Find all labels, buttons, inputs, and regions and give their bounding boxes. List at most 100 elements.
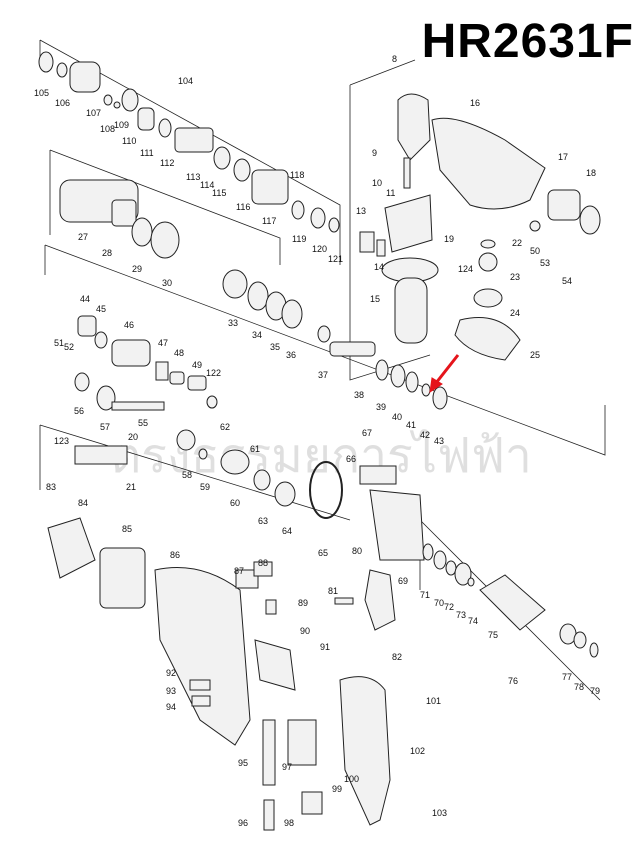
part-label-47: 47 — [158, 338, 168, 348]
part-label-111: 111 — [140, 148, 154, 158]
part-84 — [47, 517, 96, 579]
part-label-62: 62 — [220, 422, 230, 432]
part-label-104: 104 — [178, 76, 193, 86]
part-49 — [187, 375, 207, 391]
part-label-108: 108 — [100, 124, 115, 134]
part-label-91: 91 — [320, 642, 330, 652]
part-label-71: 71 — [420, 590, 430, 600]
part-40 — [390, 364, 406, 388]
part-107 — [69, 61, 101, 93]
part-23 — [478, 252, 498, 272]
part-38 — [329, 341, 376, 357]
part-43 — [432, 386, 448, 410]
part-label-114: 114 — [200, 180, 214, 190]
part-label-72: 72 — [444, 602, 454, 612]
part-label-16: 16 — [470, 98, 480, 108]
part-label-60: 60 — [230, 498, 240, 508]
part-label-27: 27 — [78, 232, 88, 242]
part-97 — [287, 719, 317, 766]
part-36 — [281, 299, 303, 329]
part-label-37: 37 — [318, 370, 328, 380]
part-label-109: 109 — [114, 120, 129, 130]
part-label-14: 14 — [374, 262, 384, 272]
part-label-13: 13 — [356, 206, 366, 216]
part-80 — [364, 569, 396, 631]
part-label-75: 75 — [488, 630, 498, 640]
part-label-101: 101 — [426, 696, 441, 706]
part-112 — [158, 118, 172, 138]
part-81 — [334, 597, 354, 605]
part-57 — [96, 385, 116, 411]
part-label-18: 18 — [586, 168, 596, 178]
part-label-21: 21 — [126, 482, 136, 492]
part-label-36: 36 — [286, 350, 296, 360]
part-label-67: 67 — [362, 428, 372, 438]
part-label-66: 66 — [346, 454, 356, 464]
part-label-39: 39 — [376, 402, 386, 412]
part-13 — [359, 231, 375, 253]
part-label-121: 121 — [328, 254, 343, 264]
part-label-34: 34 — [252, 330, 262, 340]
part-95 — [262, 719, 276, 786]
part-label-112: 112 — [160, 158, 174, 168]
part-label-54: 54 — [562, 276, 572, 286]
part-label-103: 103 — [432, 808, 447, 818]
part-108 — [103, 94, 113, 106]
part-label-63: 63 — [258, 516, 268, 526]
part-85 — [99, 547, 146, 609]
part-label-25: 25 — [530, 350, 540, 360]
highlight-arrow — [429, 354, 460, 394]
part-89 — [265, 599, 277, 615]
assembly-104 — [38, 51, 340, 233]
part-label-41: 41 — [406, 420, 416, 430]
part-106 — [56, 62, 68, 78]
part-20 — [74, 445, 128, 465]
part-45 — [94, 331, 108, 349]
part-label-51: 51 — [54, 338, 64, 348]
part-8-band — [397, 93, 431, 161]
part-94 — [191, 695, 211, 707]
part-113 — [174, 127, 214, 153]
assembly-housing — [47, 461, 599, 831]
part-label-22: 22 — [512, 238, 522, 248]
part-71 — [422, 543, 434, 561]
part-label-50: 50 — [530, 246, 540, 256]
part-label-116: 116 — [236, 202, 250, 212]
part-label-95: 95 — [238, 758, 248, 768]
part-50 — [529, 220, 541, 232]
part-90 — [254, 639, 296, 691]
part-24 — [473, 288, 503, 308]
part-label-87: 87 — [234, 566, 244, 576]
part-70 — [433, 550, 447, 570]
part-34 — [247, 281, 269, 311]
part-66 — [359, 465, 397, 485]
part-label-97: 97 — [282, 762, 292, 772]
part-label-80: 80 — [352, 546, 362, 556]
part-18 — [579, 205, 601, 235]
assembly-27 — [59, 179, 303, 329]
part-122 — [206, 395, 218, 409]
part-label-90: 90 — [300, 626, 310, 636]
part-41 — [405, 371, 419, 393]
part-label-28: 28 — [102, 248, 112, 258]
part-17 — [547, 189, 581, 221]
part-label-43: 43 — [434, 436, 444, 446]
part-label-70: 70 — [434, 598, 444, 608]
part-label-65: 65 — [318, 548, 328, 558]
group-outline-8 — [349, 59, 431, 381]
part-73 — [454, 562, 472, 586]
part-label-44: 44 — [80, 294, 90, 304]
part-15-grip — [394, 277, 428, 344]
part-69 — [369, 489, 425, 561]
part-label-74: 74 — [468, 616, 478, 626]
part-label-45: 45 — [96, 304, 106, 314]
part-58 — [176, 429, 196, 451]
part-label-24: 24 — [510, 308, 520, 318]
part-label-35: 35 — [270, 342, 280, 352]
part-label-17: 17 — [558, 152, 568, 162]
part-115 — [213, 146, 231, 170]
part-label-20: 20 — [128, 432, 138, 442]
group-outline-lower — [39, 424, 351, 521]
part-111 — [137, 107, 155, 131]
group-outline-middle — [44, 244, 606, 456]
